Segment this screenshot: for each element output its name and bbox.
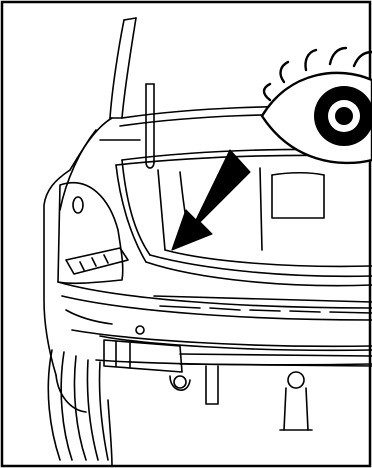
rear-bumper (58, 282, 372, 365)
tail-lamp (58, 183, 128, 284)
tow-hitch (104, 340, 372, 430)
eye-icon (262, 48, 372, 163)
rear-tire (48, 350, 112, 466)
